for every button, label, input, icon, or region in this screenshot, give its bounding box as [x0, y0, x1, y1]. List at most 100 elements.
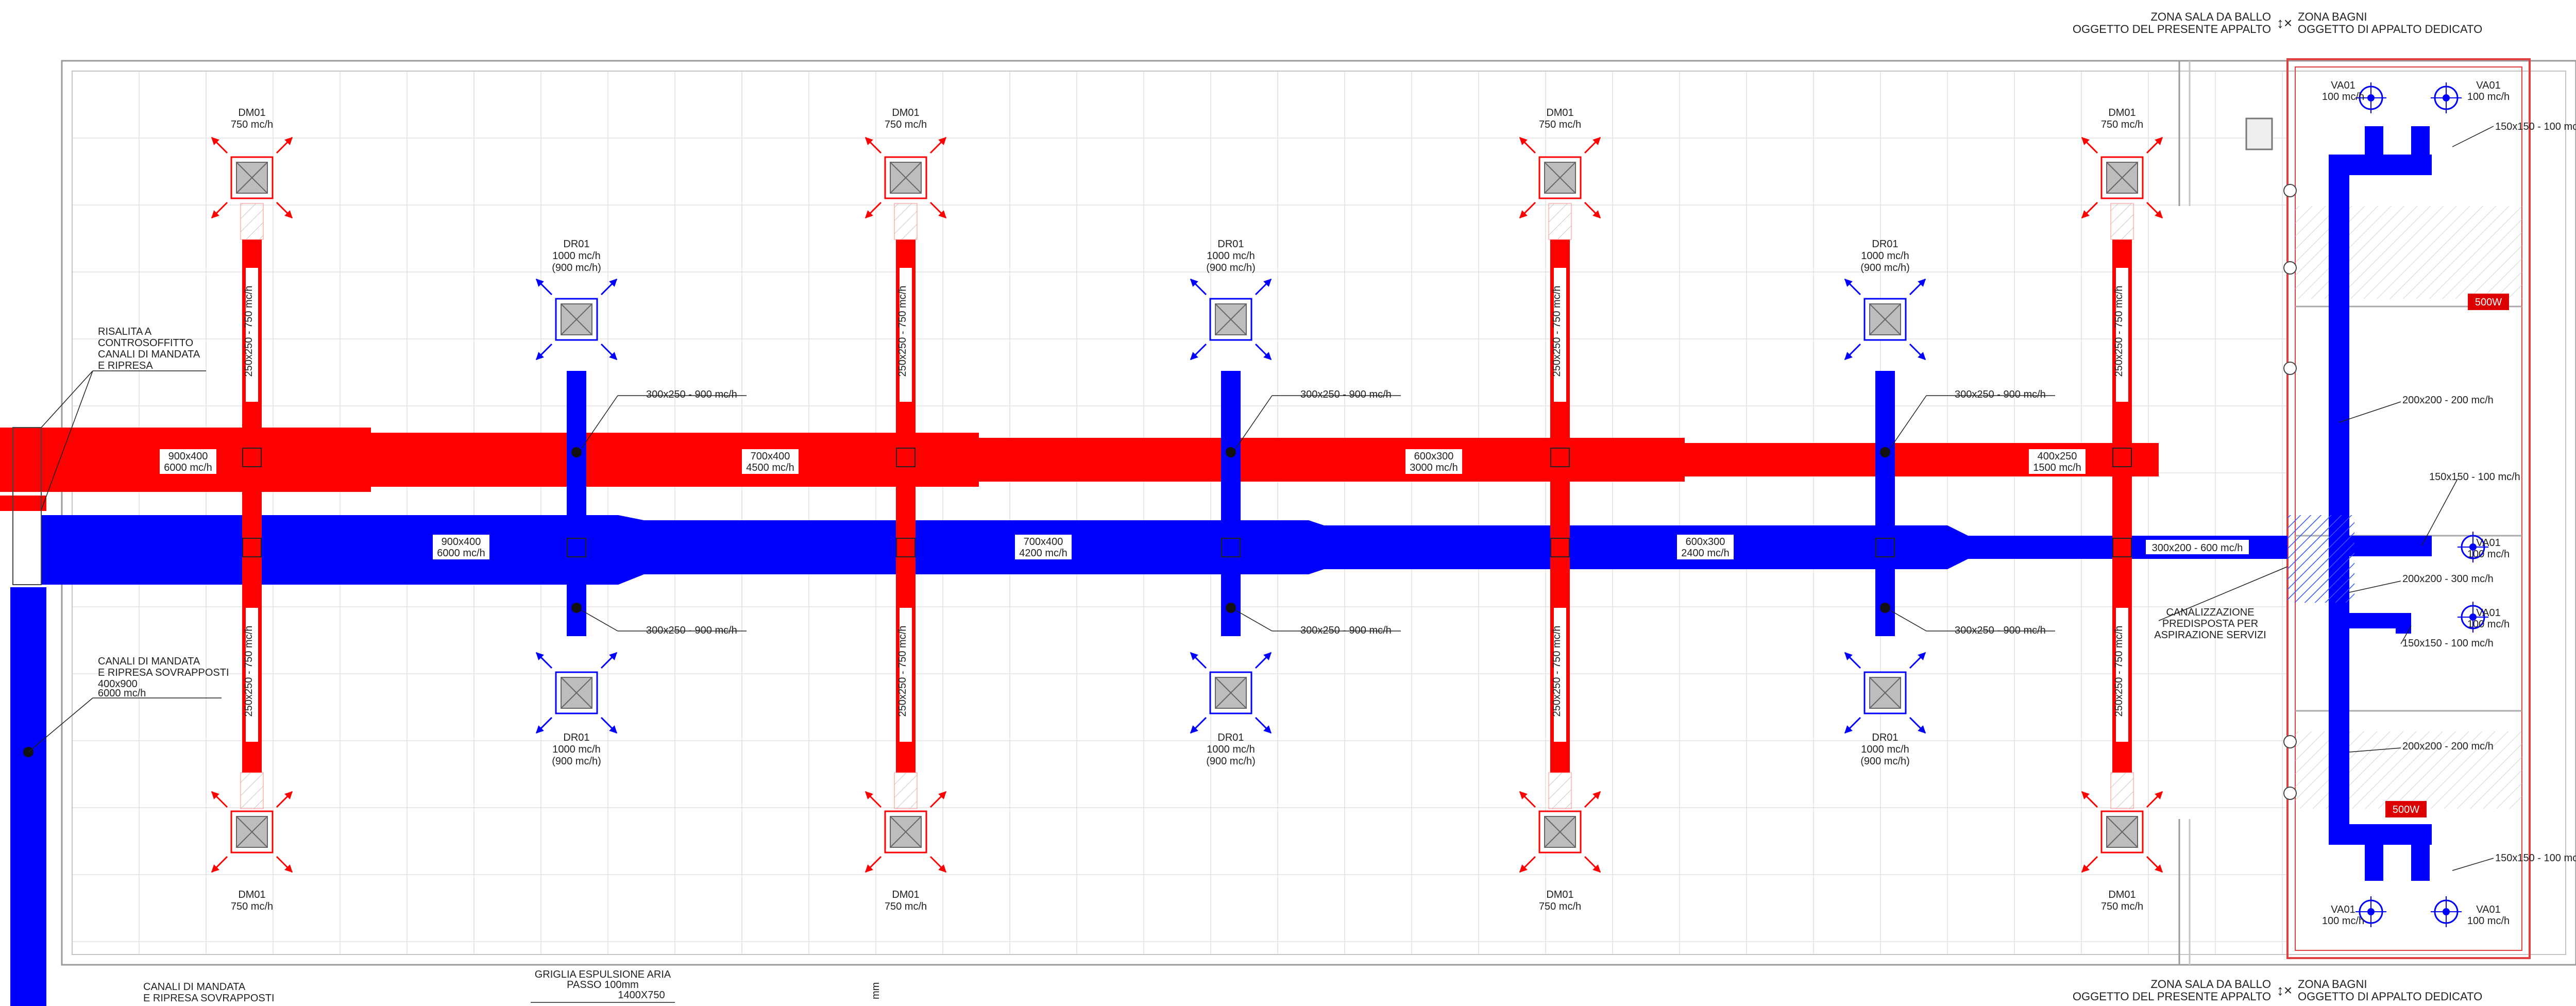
bath-label-2: 200x200 - 200 mc/h — [2402, 395, 2494, 406]
supply-flow-3: 3000 mc/h — [1410, 462, 1458, 473]
zone-left-line1-bottom: ZONA SALA DA BALLO — [2150, 978, 2271, 991]
dr01-flowalt-top-3: (900 mc/h) — [1860, 262, 1910, 274]
return-branch-node-top-2 — [1226, 447, 1236, 457]
zone-right-line2: OGGETTO DI APPALTO DEDICATO — [2298, 23, 2482, 36]
supply-branch-label-top-4: 250x250 - 750 mc/h — [2113, 286, 2125, 377]
note-canali-4: 6000 mc/h — [98, 688, 146, 699]
va01-valve-6 — [2431, 896, 2462, 927]
va01-valve-4 — [2458, 602, 2488, 633]
supply-junction-4 — [2112, 448, 2132, 467]
return-size-2: 700x400 — [1024, 536, 1063, 548]
wall-fixture-5 — [2283, 787, 2297, 800]
dr01-code-bottom-3: DR01 — [1872, 732, 1898, 743]
note-griglia-2: PASSO 100mm — [567, 979, 639, 991]
dm01-code-top-4: DM01 — [2108, 107, 2136, 118]
dm01-flow-top-4: 750 mc/h — [2101, 119, 2143, 130]
va01-valve-5 — [2355, 896, 2386, 927]
return-branch-label-top-2: 300x250 - 900 mc/h — [1300, 389, 1392, 400]
dr01-flowalt-bottom-3: (900 mc/h) — [1860, 756, 1910, 767]
return-size-3: 600x300 — [1686, 536, 1725, 548]
note-canalizzazione-1: CANALIZZAZIONE — [2166, 607, 2254, 618]
dr01-flow-top-2: 1000 mc/h — [1207, 250, 1255, 262]
return-branch-node-top-3 — [1880, 447, 1890, 457]
note-mm: mm — [870, 982, 882, 999]
return-flow-1: 6000 mc/h — [437, 548, 485, 559]
zone-divider-arrows-bottom: ↕× — [2277, 982, 2292, 998]
dm01-neck-top-4 — [2110, 203, 2134, 240]
note-canalizzazione-2: PREDISPOSTA PER — [2162, 618, 2258, 629]
va01-flow-2: 100 mc/h — [2467, 91, 2510, 103]
dr01-flowalt-bottom-1: (900 mc/h) — [552, 756, 601, 767]
zone-left-line1: ZONA SALA DA BALLO — [2150, 10, 2271, 23]
supply-junction-2 — [896, 448, 916, 467]
dm01-neck-bottom-3 — [1548, 772, 1572, 809]
return-branch-node-top-1 — [571, 447, 582, 457]
zone-right-line2-bottom: OGGETTO DI APPALTO DEDICATO — [2298, 990, 2482, 1003]
dm01-diffuser-top-3 — [1519, 137, 1601, 219]
supply-branch-label-bottom-4: 250x250 - 750 mc/h — [2113, 626, 2125, 717]
va01-code-5: VA01 — [2331, 904, 2355, 915]
va01-flow-5: 100 mc/h — [2322, 915, 2364, 927]
va01-flow-3: 100 mc/h — [2467, 549, 2510, 560]
dm01-code-bottom-1: DM01 — [238, 889, 265, 900]
supply-flow-1: 6000 mc/h — [164, 462, 212, 473]
dm01-flow-top-2: 750 mc/h — [885, 119, 927, 130]
va01-flow-6: 100 mc/h — [2467, 915, 2510, 927]
return-main-labels: 900x400 6000 mc/h 700x400 4200 mc/h 600x… — [433, 535, 2249, 559]
supply-branch-label-bottom-1: 250x250 - 750 mc/h — [243, 626, 255, 717]
dm01-flow-bottom-2: 750 mc/h — [885, 901, 927, 912]
dr01-flowalt-top-1: (900 mc/h) — [552, 262, 601, 274]
return-branch-node-bottom-2 — [1226, 603, 1236, 613]
dm01-flow-bottom-3: 750 mc/h — [1539, 901, 1581, 912]
wall-fixture-1 — [2283, 184, 2297, 197]
dm01-neck-bottom-4 — [2110, 772, 2134, 809]
return-branch-label-bottom-3: 300x250 - 900 mc/h — [1955, 625, 2046, 636]
supply-flow-4: 1500 mc/h — [2033, 462, 2081, 473]
building-walls — [61, 60, 2576, 966]
return-flow-3: 2400 mc/h — [1681, 548, 1729, 559]
bath-label-3: 150x150 - 100 mc/h — [2429, 471, 2520, 483]
zone-right-line1-bottom: ZONA BAGNI — [2298, 978, 2367, 991]
return-crossing-1 — [242, 538, 262, 557]
note-griglia-3: 1400X750 — [618, 990, 665, 1001]
supply-junction-3 — [1550, 448, 1570, 467]
supply-branch-label-bottom-3: 250x250 - 750 mc/h — [1551, 626, 1563, 717]
dr01-diffuser-top-2 — [1190, 278, 1272, 361]
va01-code-6: VA01 — [2476, 904, 2500, 915]
dr01-code-top-3: DR01 — [1872, 238, 1898, 250]
floor-grid — [72, 71, 2287, 954]
dm01-code-top-1: DM01 — [238, 107, 265, 118]
note-risalita-3: CANALI DI MANDATA — [98, 349, 200, 360]
dm01-code-bottom-3: DM01 — [1546, 889, 1573, 900]
dr01-diffuser-top-1 — [535, 278, 618, 361]
note-risalita-4: E RIPRESA — [98, 360, 153, 371]
note-risalita-2: CONTROSOFFITTO — [98, 337, 193, 349]
supply-branch-label-bottom-2: 250x250 - 750 mc/h — [897, 626, 908, 717]
bath-label-7: 150x150 - 100 mc/h — [2495, 852, 2576, 864]
va01-valve-3 — [2458, 532, 2488, 562]
dm01-flow-bottom-4: 750 mc/h — [2101, 901, 2143, 912]
dm01-diffuser-top-2 — [865, 137, 947, 219]
bathroom-duct-labels — [2338, 126, 2494, 871]
return-crossing-2 — [896, 538, 916, 557]
dm01-flow-top-3: 750 mc/h — [1539, 119, 1581, 130]
annotation-notes: RISALITA A CONTROSOFFITTO CANALI DI MAND… — [28, 326, 2288, 1004]
bath-label-4: 200x200 - 300 mc/h — [2402, 573, 2494, 585]
bathroom-heaters: 500W 500W — [2385, 294, 2509, 817]
wall-fixture-3 — [2283, 362, 2297, 375]
dm01-neck-top-1 — [240, 203, 264, 240]
supply-junction-1 — [242, 448, 262, 467]
zone-titles: ZONA SALA DA BALLO OGGETTO DEL PRESENTE … — [2073, 10, 2482, 1003]
wall-fixture-4 — [2283, 735, 2297, 748]
zone-right-line1: ZONA BAGNI — [2298, 10, 2367, 23]
note-canali-3: 400x900 — [98, 678, 138, 690]
dm01-neck-bottom-1 — [240, 772, 264, 809]
dr01-flow-bottom-1: 1000 mc/h — [552, 744, 600, 755]
return-junction-1 — [567, 538, 586, 557]
dm01-neck-top-3 — [1548, 203, 1572, 240]
bath-label-5: 150x150 - 100 mc/h — [2402, 638, 2494, 649]
riser-box — [12, 427, 42, 585]
dm01-code-top-2: DM01 — [892, 107, 919, 118]
